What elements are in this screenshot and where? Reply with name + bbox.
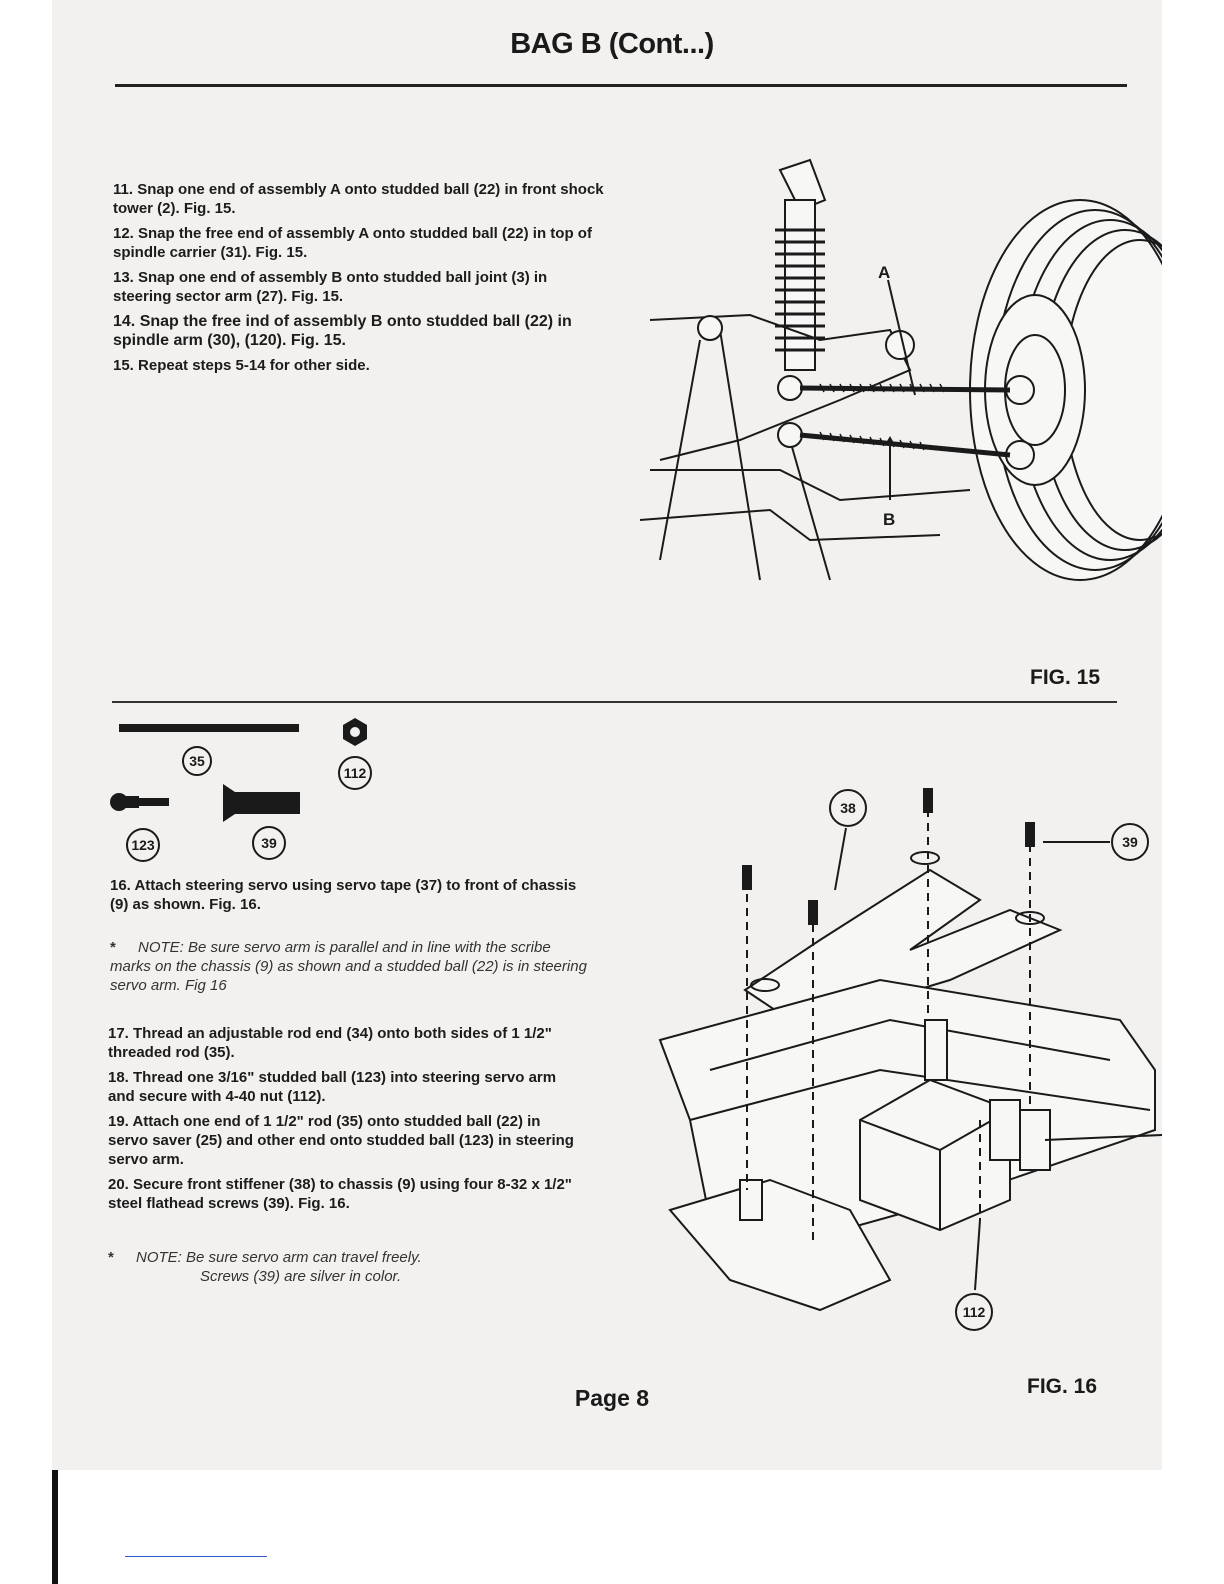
- footer-underline: [125, 1556, 267, 1557]
- part-35-rod: [119, 724, 299, 732]
- fig16-illustration: 38 39 112: [658, 788, 1162, 1331]
- steps-part1: 11. Snap one end of assembly A onto stud…: [113, 180, 608, 381]
- fig15-callout-b: B: [883, 510, 895, 529]
- fig16-callout-112: 112: [955, 1293, 993, 1331]
- step-20: 20. Secure front stiffener (38) to chass…: [108, 1176, 572, 1212]
- fig16-callout-38-number: 38: [840, 800, 856, 816]
- fig15-callout-a: A: [878, 263, 890, 282]
- part-35-circle: 35: [182, 746, 212, 776]
- part-112-nut: [343, 718, 367, 746]
- step-14: 14. Snap the free ind of assembly B onto…: [113, 313, 572, 349]
- step-15: 15. Repeat steps 5-14 for other side.: [113, 357, 370, 374]
- step-12: 12. Snap the free end of assembly A onto…: [113, 225, 592, 261]
- parts-illustration: 35 112 123 39: [110, 718, 372, 862]
- scanned-page: [52, 0, 1162, 1470]
- note-2-marker: *: [108, 1249, 114, 1266]
- step-16: 16. Attach steering servo using servo ta…: [110, 877, 577, 913]
- step-11: 11. Snap one end of assembly A onto stud…: [113, 181, 604, 217]
- fig15-label: FIG. 15: [1030, 666, 1101, 689]
- page-number: Page 8: [574, 1385, 650, 1411]
- note-1-text: NOTE: Be sure servo arm is parallel and …: [110, 939, 587, 994]
- fig16-callout-39: 39: [1111, 823, 1149, 861]
- note-2: * NOTE: Be sure servo arm can travel free…: [108, 1248, 588, 1286]
- step-13: 13. Snap one end of assembly B onto stud…: [113, 269, 548, 305]
- part-112-number: 112: [344, 765, 367, 781]
- fig15-illustration: A B: [640, 158, 1162, 581]
- part-123-ball: [110, 793, 169, 811]
- part-39-number: 39: [261, 835, 277, 851]
- fig16-callout-112-number: 112: [963, 1304, 986, 1320]
- part-112-circle: 112: [338, 756, 372, 790]
- fig16-callout-38: 38: [829, 789, 867, 827]
- fig16-callout-39-number: 39: [1122, 834, 1138, 850]
- part-39-screw: [223, 784, 300, 822]
- part-35-number: 35: [189, 753, 205, 769]
- step-19: 19. Attach one end of 1 1/2" rod (35) on…: [108, 1113, 574, 1168]
- part-123-number: 123: [131, 837, 155, 853]
- fig16-label: FIG. 16: [1027, 1375, 1098, 1398]
- note-2-line1: Be sure servo arm can travel freely.: [186, 1249, 422, 1266]
- part-123-circle: 123: [126, 828, 160, 862]
- title-rule: [115, 84, 1127, 87]
- note-2-prefix: NOTE:: [136, 1249, 182, 1266]
- note-1: *NOTE: Be sure servo arm is parallel and…: [110, 938, 590, 995]
- part-39-circle: 39: [252, 826, 286, 860]
- note-2-line2: Screws (39) are silver in color.: [200, 1268, 402, 1285]
- step-17: 17. Thread an adjustable rod end (34) on…: [108, 1025, 552, 1061]
- page-title: BAG B (Cont...): [510, 28, 714, 60]
- step-18: 18. Thread one 3/16" studded ball (123) …: [108, 1069, 557, 1105]
- steps-part2: 17. Thread an adjustable rod end (34) on…: [108, 1024, 583, 1219]
- section-rule: [112, 701, 1117, 703]
- step-16-block: 16. Attach steering servo using servo ta…: [110, 876, 585, 920]
- note-1-marker: *: [110, 939, 116, 956]
- page-edge-shadow: [52, 1470, 58, 1584]
